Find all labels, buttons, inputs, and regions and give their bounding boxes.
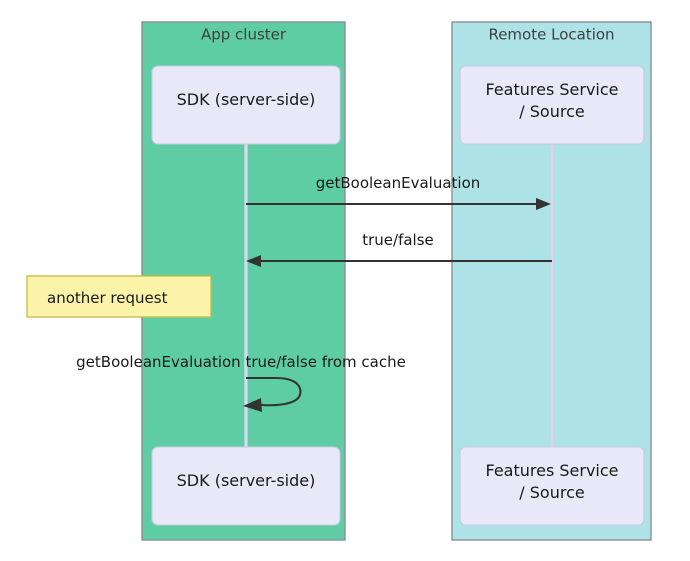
self-message-loop-arc — [246, 376, 302, 407]
participant-label-features-bottom-line2: / Source — [519, 483, 584, 502]
participant-label-features-top-line2: / Source — [519, 102, 584, 121]
participant-label-features-bottom-line1: Features Service — [485, 461, 618, 480]
participant-label-features-top-line1: Features Service — [485, 80, 618, 99]
message-label-get-boolean-evaluation: getBooleanEvaluation — [316, 174, 481, 192]
participant-box-features-top — [459, 65, 645, 145]
group-title-remote-location: Remote Location — [488, 26, 614, 44]
participant-box-sdk-top — [151, 65, 341, 145]
participant-box-sdk-bottom — [151, 446, 341, 526]
message-arrowhead-true-false — [246, 255, 261, 267]
self-message-arrowhead — [243, 398, 262, 412]
message-arrowhead-get-boolean-evaluation — [536, 198, 551, 210]
message-label-true-false: true/false — [362, 231, 434, 249]
group-title-app-cluster: App cluster — [201, 26, 287, 44]
participant-label-sdk-top: SDK (server-side) — [177, 90, 316, 109]
participant-box-features-bottom — [459, 446, 645, 526]
self-message-label-cache: getBooleanEvaluation true/false from cac… — [76, 353, 406, 371]
participant-label-sdk-bottom: SDK (server-side) — [177, 471, 316, 490]
note-label-another-request: another request — [47, 289, 168, 307]
note-box-another-request — [26, 275, 212, 318]
